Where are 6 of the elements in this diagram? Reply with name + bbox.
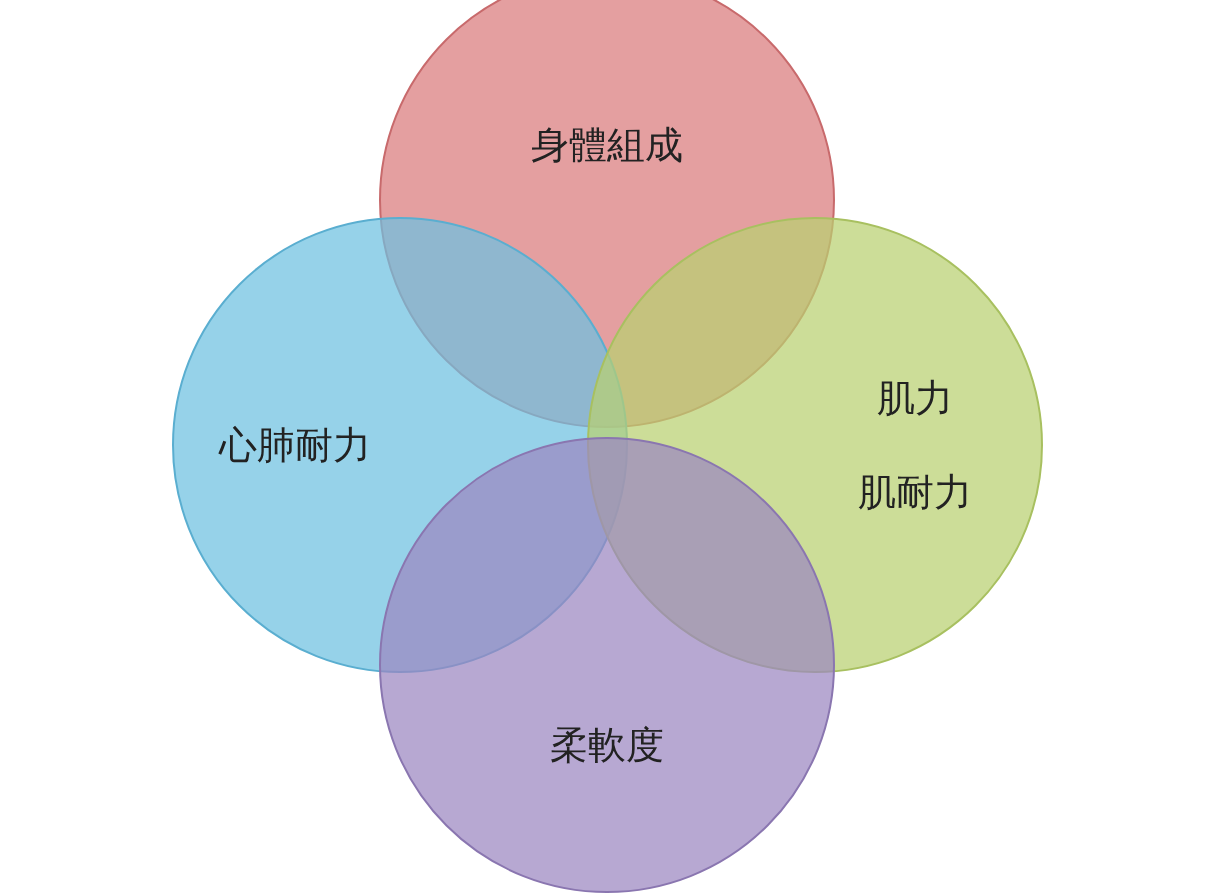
- venn-circle: [379, 437, 835, 893]
- circle-label: 肌力: [877, 374, 953, 422]
- circle-label: 身體組成: [531, 121, 683, 169]
- circle-label: 肌耐力: [858, 468, 972, 516]
- circle-label: 柔軟度: [550, 721, 664, 769]
- circle-label: 心肺耐力: [219, 421, 371, 469]
